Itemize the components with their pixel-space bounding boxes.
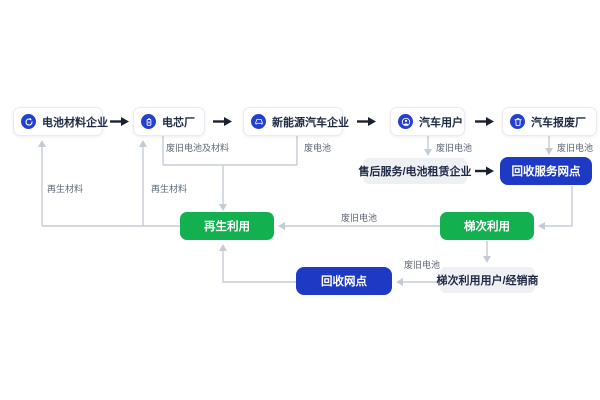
node-recycling-outlet: 回收网点	[296, 267, 392, 295]
node-label: 汽车报废厂	[531, 116, 586, 129]
node-label: 回收网点	[321, 276, 367, 288]
node-label: 梯次利用	[464, 221, 510, 233]
node-label: 汽车用户	[419, 116, 463, 129]
user-icon	[398, 114, 413, 129]
node-battery-material-company: 电池材料企业	[13, 107, 108, 136]
node-label: 电池材料企业	[42, 116, 108, 129]
dark-flow-arrows	[110, 120, 487, 173]
node-car-user: 汽车用户	[390, 107, 465, 136]
node-after-sales-leasing: 售后服务/电池租赁企业	[358, 158, 472, 184]
node-label: 回收服务网点	[511, 166, 581, 178]
edge-label-waste-batteries-and-materials: 废旧电池及材料	[166, 143, 230, 153]
node-regeneration: 再生利用	[180, 212, 274, 240]
edge-recycled-materials-return	[41, 146, 180, 227]
node-label: 再生利用	[204, 221, 250, 233]
edge-label-recycled-materials-2: 再生材料	[151, 184, 188, 194]
trash-icon	[510, 114, 525, 129]
node-recycling-service-outlet: 回收服务网点	[500, 157, 592, 185]
edge-label-used-batteries-dealers: 废旧电池	[404, 260, 441, 270]
dark-arrowheads	[121, 117, 494, 176]
gray-connectors	[41, 136, 573, 283]
edge-recycling-outlet-to-regeneration	[222, 250, 296, 283]
node-cascade-users-dealers: 梯次利用用户/经销商	[436, 267, 539, 293]
node-cascade-use: 梯次利用	[440, 212, 534, 240]
edge-label-recycled-materials-1: 再生材料	[47, 184, 84, 194]
node-nev-company: 新能源汽车企业	[243, 107, 349, 136]
gray-arrowheads	[38, 140, 553, 286]
edge-label-used-batteries-user: 废旧电池	[436, 143, 473, 153]
edge-label-used-batteries-scrap: 废旧电池	[557, 143, 594, 153]
node-label: 新能源汽车企业	[272, 116, 349, 129]
car-icon	[251, 114, 266, 129]
node-label: 售后服务/电池租赁企业	[358, 166, 472, 178]
battery-icon	[141, 114, 156, 129]
recycle-icon	[21, 114, 36, 129]
edge-label-waste-battery: 废电池	[304, 143, 332, 153]
node-cell-factory: 电芯厂	[133, 107, 205, 136]
node-label: 电芯厂	[162, 116, 195, 129]
edge-label-used-batteries-cascade: 废旧电池	[341, 213, 378, 223]
node-car-scrapping-factory: 汽车报废厂	[502, 107, 597, 136]
edge-bus-to-regeneration	[162, 136, 298, 166]
node-label: 梯次利用用户/经销商	[436, 275, 539, 287]
edge-service-outlet-to-cascade	[544, 186, 573, 227]
